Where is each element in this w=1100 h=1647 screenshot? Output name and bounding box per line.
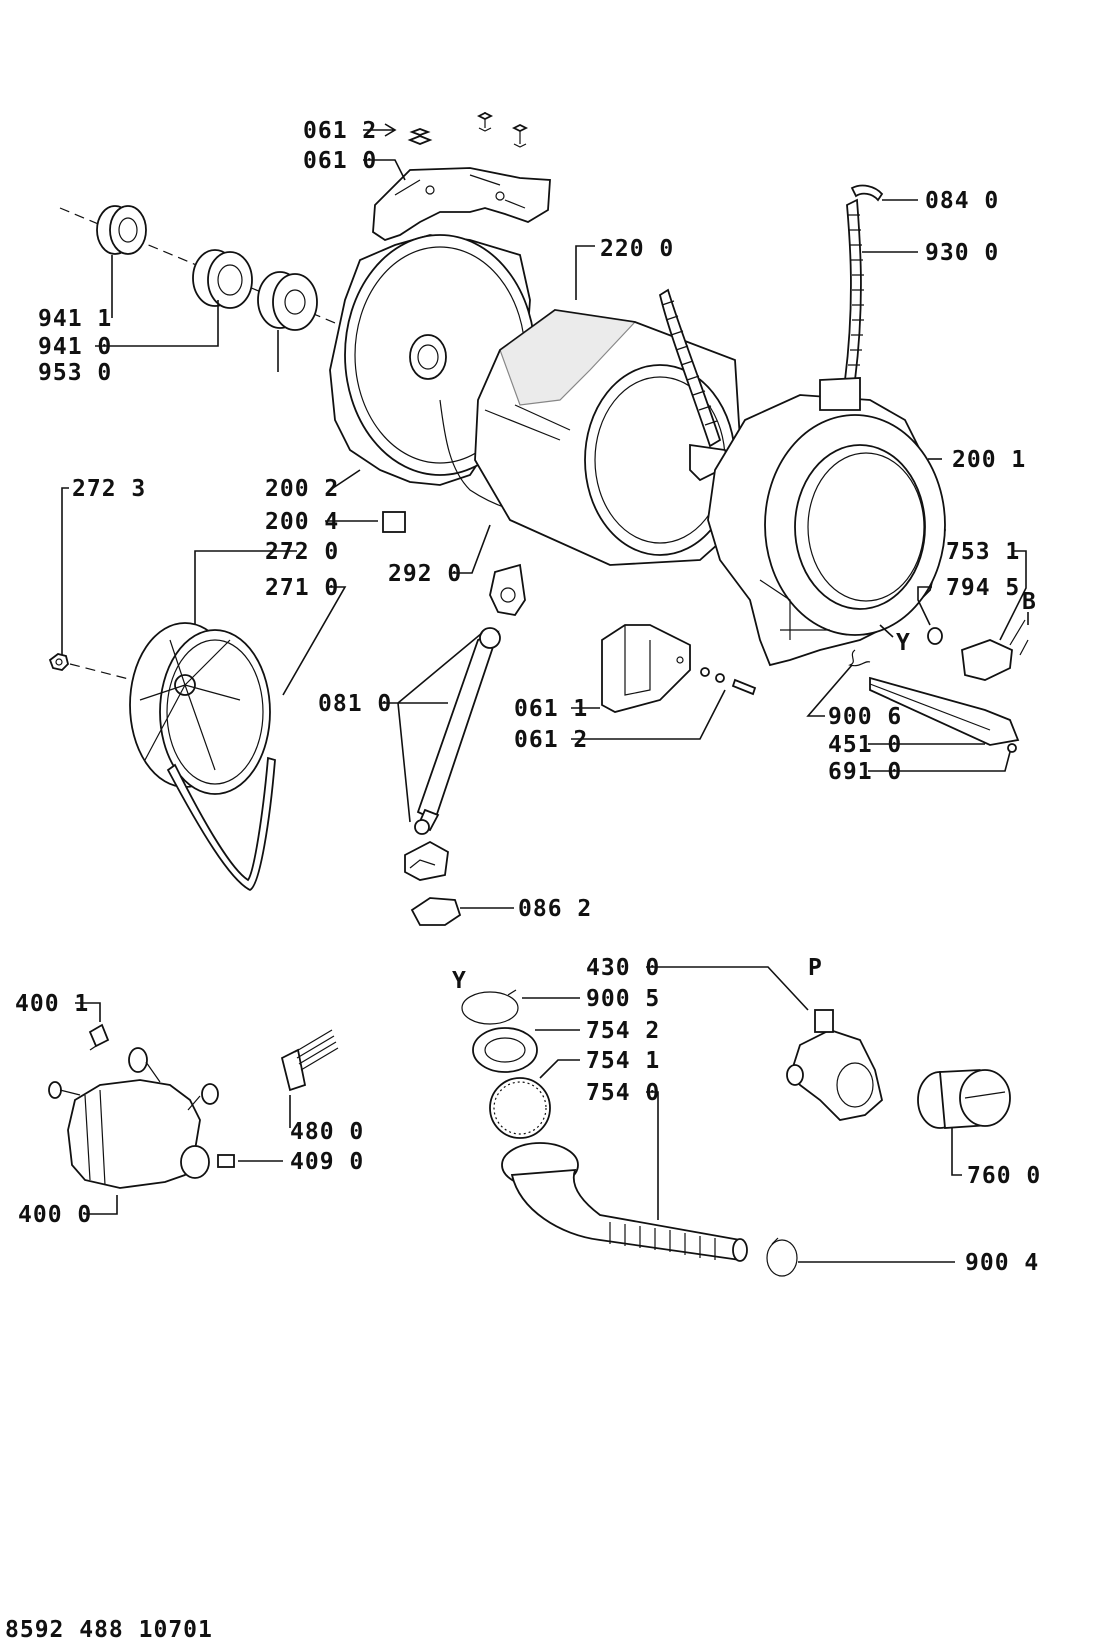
label-2002: 200 2: [265, 476, 339, 502]
label-0612-bottom: 061 2: [514, 727, 588, 753]
pulley-2720: [129, 622, 271, 795]
foot-0862: [410, 897, 462, 926]
label-6910: 691 0: [828, 759, 902, 785]
label-7540: 754 0: [586, 1080, 660, 1106]
counterweight-0610: [372, 167, 551, 241]
label-4001: 400 1: [15, 991, 89, 1017]
label-9005: 900 5: [586, 986, 660, 1012]
plug-2004: [382, 511, 406, 533]
nut-2723: [48, 653, 69, 671]
pump-4300: [786, 1009, 883, 1121]
hose-left: [658, 288, 732, 482]
drain-bellows-7540: [501, 1142, 748, 1262]
label-9410: 941 0: [38, 334, 112, 360]
shock-absorber-0810: [404, 563, 526, 881]
label-2001: 200 1: [952, 447, 1026, 473]
seal-9530: [257, 271, 318, 331]
part-labels: 061 2 061 0 084 0 930 0 220 0 941 1 941 …: [5, 118, 1041, 1643]
label-9300: 930 0: [925, 240, 999, 266]
grommet-7945: [927, 627, 943, 645]
bearing-9410: [192, 249, 253, 309]
filter-7600: [917, 1069, 1011, 1129]
label-9530: 953 0: [38, 360, 112, 386]
label-0611: 061 1: [514, 696, 588, 722]
label-4300: 430 0: [586, 955, 660, 981]
label-0610: 061 0: [303, 148, 377, 174]
leader-lines: [61, 123, 1029, 1263]
bracket-0611: [601, 624, 691, 713]
label-B: B: [1022, 589, 1037, 615]
screw-0612b: [700, 667, 757, 696]
label-0840: 084 0: [925, 188, 999, 214]
hose-9300: [843, 184, 884, 381]
label-2720: 272 0: [265, 539, 339, 565]
label-2710: 271 0: [265, 575, 339, 601]
label-7600: 760 0: [967, 1163, 1041, 1189]
label-0612-top: 061 2: [303, 118, 377, 144]
label-4510: 451 0: [828, 732, 902, 758]
label-0862: 086 2: [518, 896, 592, 922]
motor-4000: [48, 1047, 219, 1189]
label-4090: 409 0: [290, 1149, 364, 1175]
belt-2710: [166, 756, 276, 892]
label-2723: 272 3: [72, 476, 146, 502]
label-P: P: [808, 955, 823, 981]
label-7541: 754 1: [586, 1048, 660, 1074]
thermostat-7531: [961, 619, 1029, 681]
label-2200: 220 0: [600, 236, 674, 262]
ball-7541: [489, 1077, 551, 1139]
label-7945: 794 5: [946, 575, 1020, 601]
seal-7542: [472, 1027, 538, 1073]
label-0810: 081 0: [318, 691, 392, 717]
label-4000: 400 0: [18, 1202, 92, 1228]
label-2920: 292 0: [388, 561, 462, 587]
brush-4001: [88, 1023, 110, 1051]
label-Y-bottom: Y: [452, 968, 467, 994]
label-9411: 941 1: [38, 306, 112, 332]
connector-4800: [280, 1029, 339, 1092]
label-4800: 480 0: [290, 1119, 364, 1145]
label-9006: 900 6: [828, 704, 902, 730]
front-tub-2001: [707, 377, 946, 667]
clip-9006: [848, 649, 871, 667]
label-9004: 900 4: [965, 1250, 1039, 1276]
label-7531: 753 1: [946, 539, 1020, 565]
block-4090: [217, 1154, 235, 1168]
bolt-parts-0612: [407, 111, 529, 148]
heater-4510: [869, 676, 1020, 753]
document-number: 8592 488 10701: [5, 1617, 213, 1643]
drum-2200: [474, 309, 746, 566]
bearing-9411: [96, 205, 147, 255]
label-7542: 754 2: [586, 1018, 660, 1044]
label-Y-top: Y: [896, 630, 911, 656]
clamp-9005: [461, 989, 519, 1025]
label-2004: 200 4: [265, 509, 339, 535]
clamp-9004: [766, 1237, 798, 1277]
